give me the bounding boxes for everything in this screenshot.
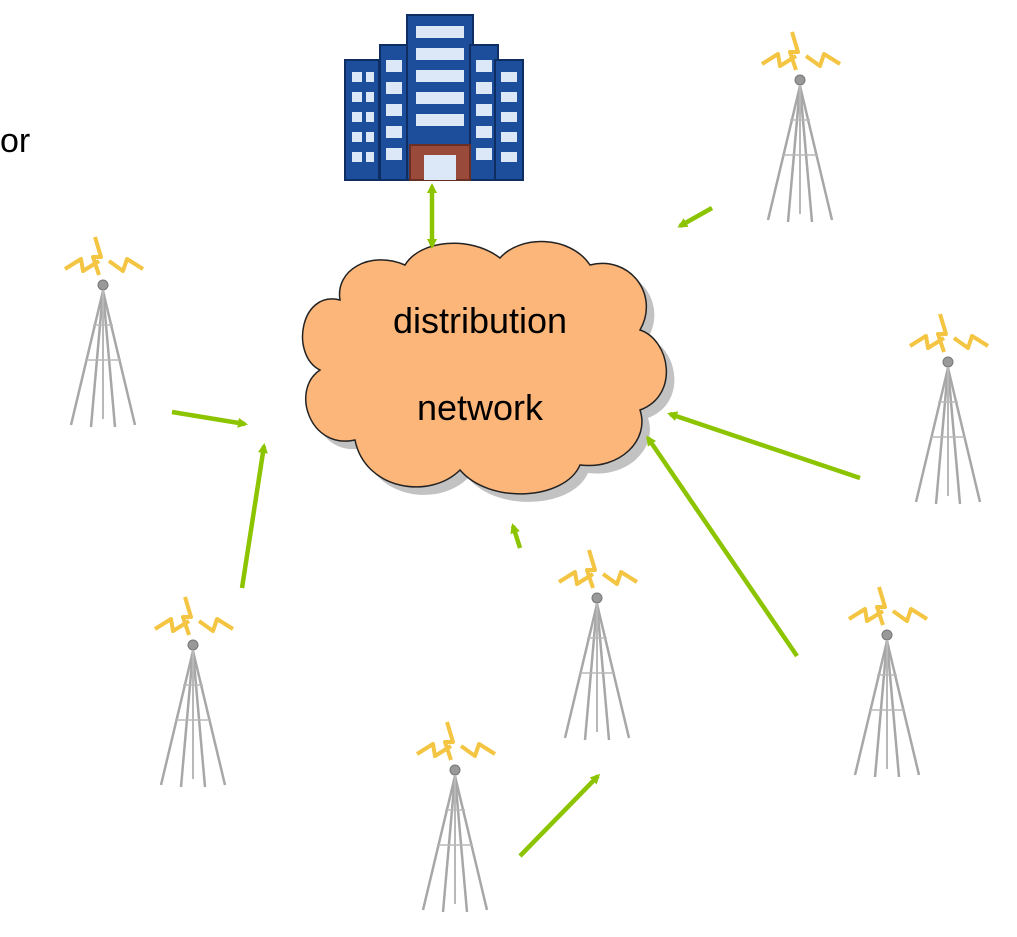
tower-icon [415, 720, 497, 914]
tower-icon [847, 585, 929, 779]
distribution-network-cloud: distribution network [301, 240, 675, 502]
cloud-label-line1: distribution [393, 300, 567, 341]
tower-icon [557, 548, 639, 742]
arrow-tower-bottomleft [239, 443, 268, 589]
arrow-tower-bottomright [646, 435, 799, 658]
building-icon [344, 14, 524, 181]
cropped-text-fragment: or [0, 122, 31, 160]
arrow-tower-right [667, 411, 861, 481]
arrow-tower-bottom [518, 773, 601, 858]
arrow-tower-left [171, 409, 248, 428]
tower-icon [153, 595, 235, 789]
tower-icon [760, 30, 842, 224]
arrow-tower-topright [677, 206, 714, 228]
cloud-label-line2: network [417, 387, 544, 428]
arrow-tower-bottomcenter [510, 523, 523, 549]
tower-icon [63, 235, 145, 429]
tower-icon [908, 312, 990, 506]
